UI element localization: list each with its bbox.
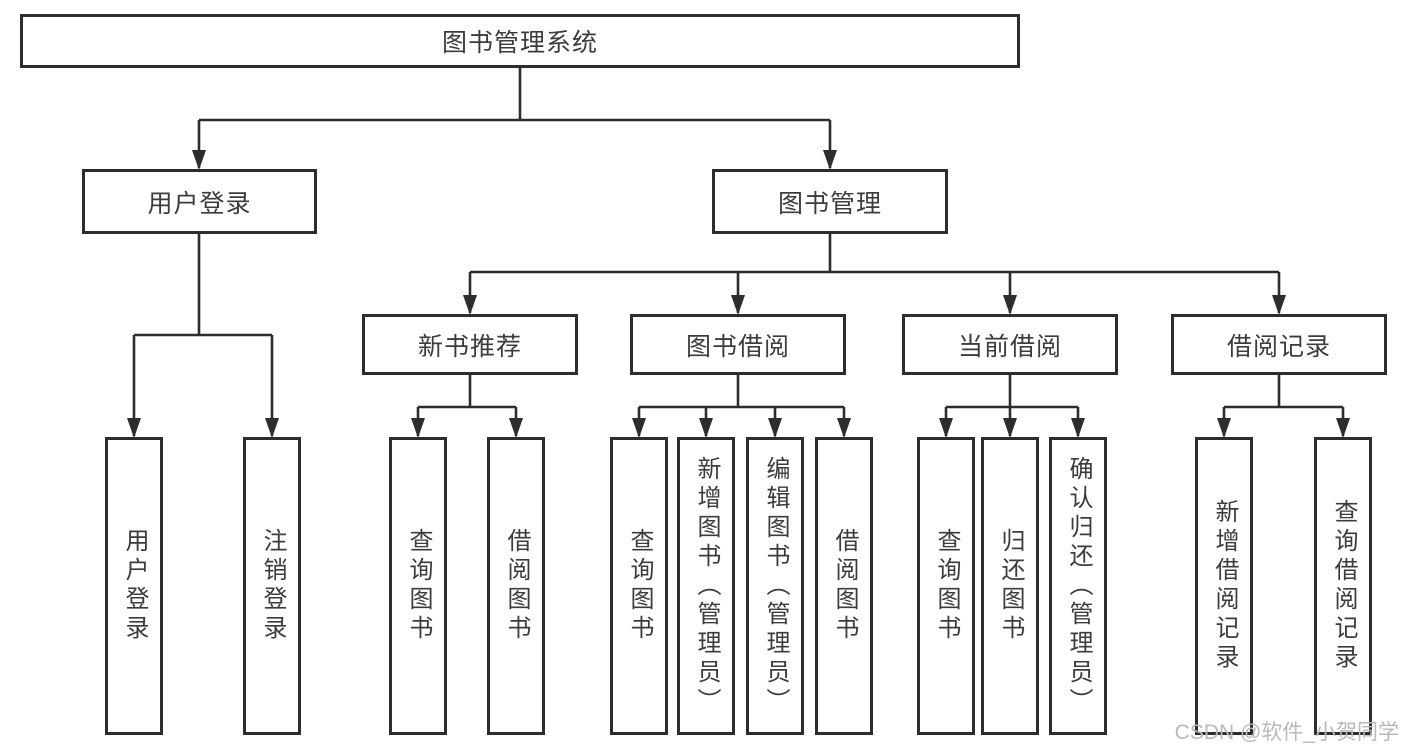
leaf-borrowing-borrow-books: 借阅图书 (815, 437, 873, 735)
node-root-system: 图书管理系统 (20, 14, 1020, 68)
node-current-borrowing: 当前借阅 (902, 314, 1118, 375)
leaf-rec-borrow-books: 借阅图书 (487, 437, 545, 735)
leaf-records-query-borrow-record: 查询借阅记录 (1314, 437, 1372, 735)
watermark-text: CSDN @软件_小贺同学 (1174, 721, 1399, 744)
leaf-borrowing-query-books: 查询图书 (610, 437, 668, 735)
leaf-current-query-books: 查询图书 (917, 437, 975, 735)
leaf-rec-query-books: 查询图书 (389, 437, 447, 735)
node-new-book-recommend: 新书推荐 (362, 314, 578, 375)
leaf-user-login: 用户登录 (105, 437, 163, 735)
leaf-current-confirm-return-admin: 确认归还（管理员） (1049, 437, 1107, 735)
leaf-logout: 注销登录 (243, 437, 301, 735)
node-book-management: 图书管理 (712, 169, 948, 234)
node-book-borrowing: 图书借阅 (630, 314, 846, 375)
leaf-borrowing-add-books-admin: 新增图书（管理员） (677, 437, 735, 735)
leaf-records-add-borrow-record: 新增借阅记录 (1195, 437, 1253, 735)
node-borrowing-records: 借阅记录 (1171, 314, 1387, 375)
leaf-borrowing-edit-books-admin: 编辑图书（管理员） (746, 437, 804, 735)
leaf-current-return-books: 归还图书 (981, 437, 1039, 735)
node-user-login: 用户登录 (82, 169, 317, 234)
